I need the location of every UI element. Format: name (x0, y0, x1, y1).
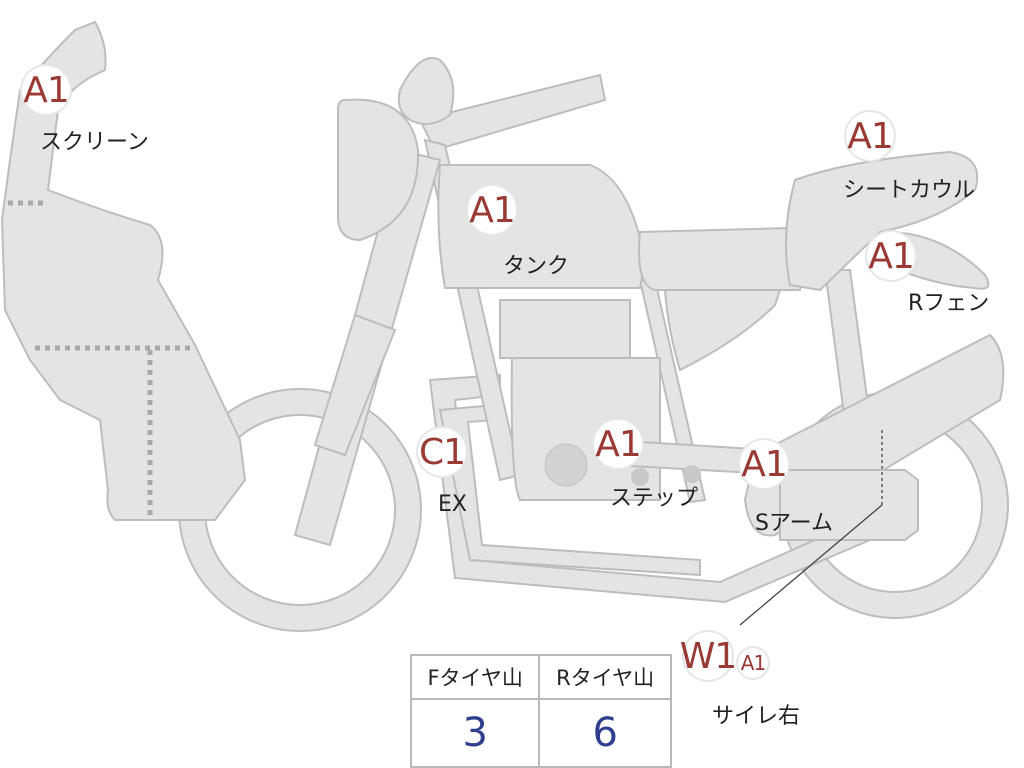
tank-label: タンク (503, 254, 570, 279)
mirror (397, 57, 455, 125)
tire-tread-table: Fタイヤ山 Rタイヤ山 3 6 (409, 654, 672, 768)
seat-cowl-grade-badge: A1 (846, 112, 894, 160)
front-tire-tread-header: Fタイヤ山 (409, 654, 541, 700)
silencer-right-grade-badge: W1 (680, 632, 737, 680)
seat (638, 226, 805, 291)
silencer-leader-diagonal (739, 504, 883, 626)
tank-grade-badge: A1 (468, 186, 516, 234)
seat-cowl (785, 150, 979, 292)
step-grade-badge: A1 (594, 420, 642, 468)
screen-grade-badge: A1 (22, 66, 70, 114)
swingarm-label: Sアーム (755, 511, 833, 536)
exhaust-label: EX (438, 492, 467, 517)
seat-cowl-label: シートカウル (843, 178, 976, 203)
front-tire-tread-value: 3 (409, 698, 541, 768)
fairing-body (0, 20, 247, 521)
rear-tire-tread-header: Rタイヤ山 (538, 654, 672, 700)
exhaust-grade-badge: C1 (418, 428, 466, 476)
step-label: ステップ (610, 486, 699, 511)
side-cover (663, 289, 782, 372)
swingarm-grade-badge: A1 (740, 440, 788, 488)
r-fender-grade-badge: A1 (867, 232, 915, 280)
fork-guard (313, 313, 397, 457)
r-fender-label: Rフェン (908, 291, 990, 316)
screen-label: スクリーン (40, 130, 149, 155)
rear-tire-tread-value: 6 (538, 698, 672, 768)
headlight (337, 98, 420, 242)
silencer-right-sub-grade-badge: A1 (738, 648, 768, 678)
silencer (779, 469, 919, 541)
silencer-right-label: サイレ右 (712, 704, 801, 729)
